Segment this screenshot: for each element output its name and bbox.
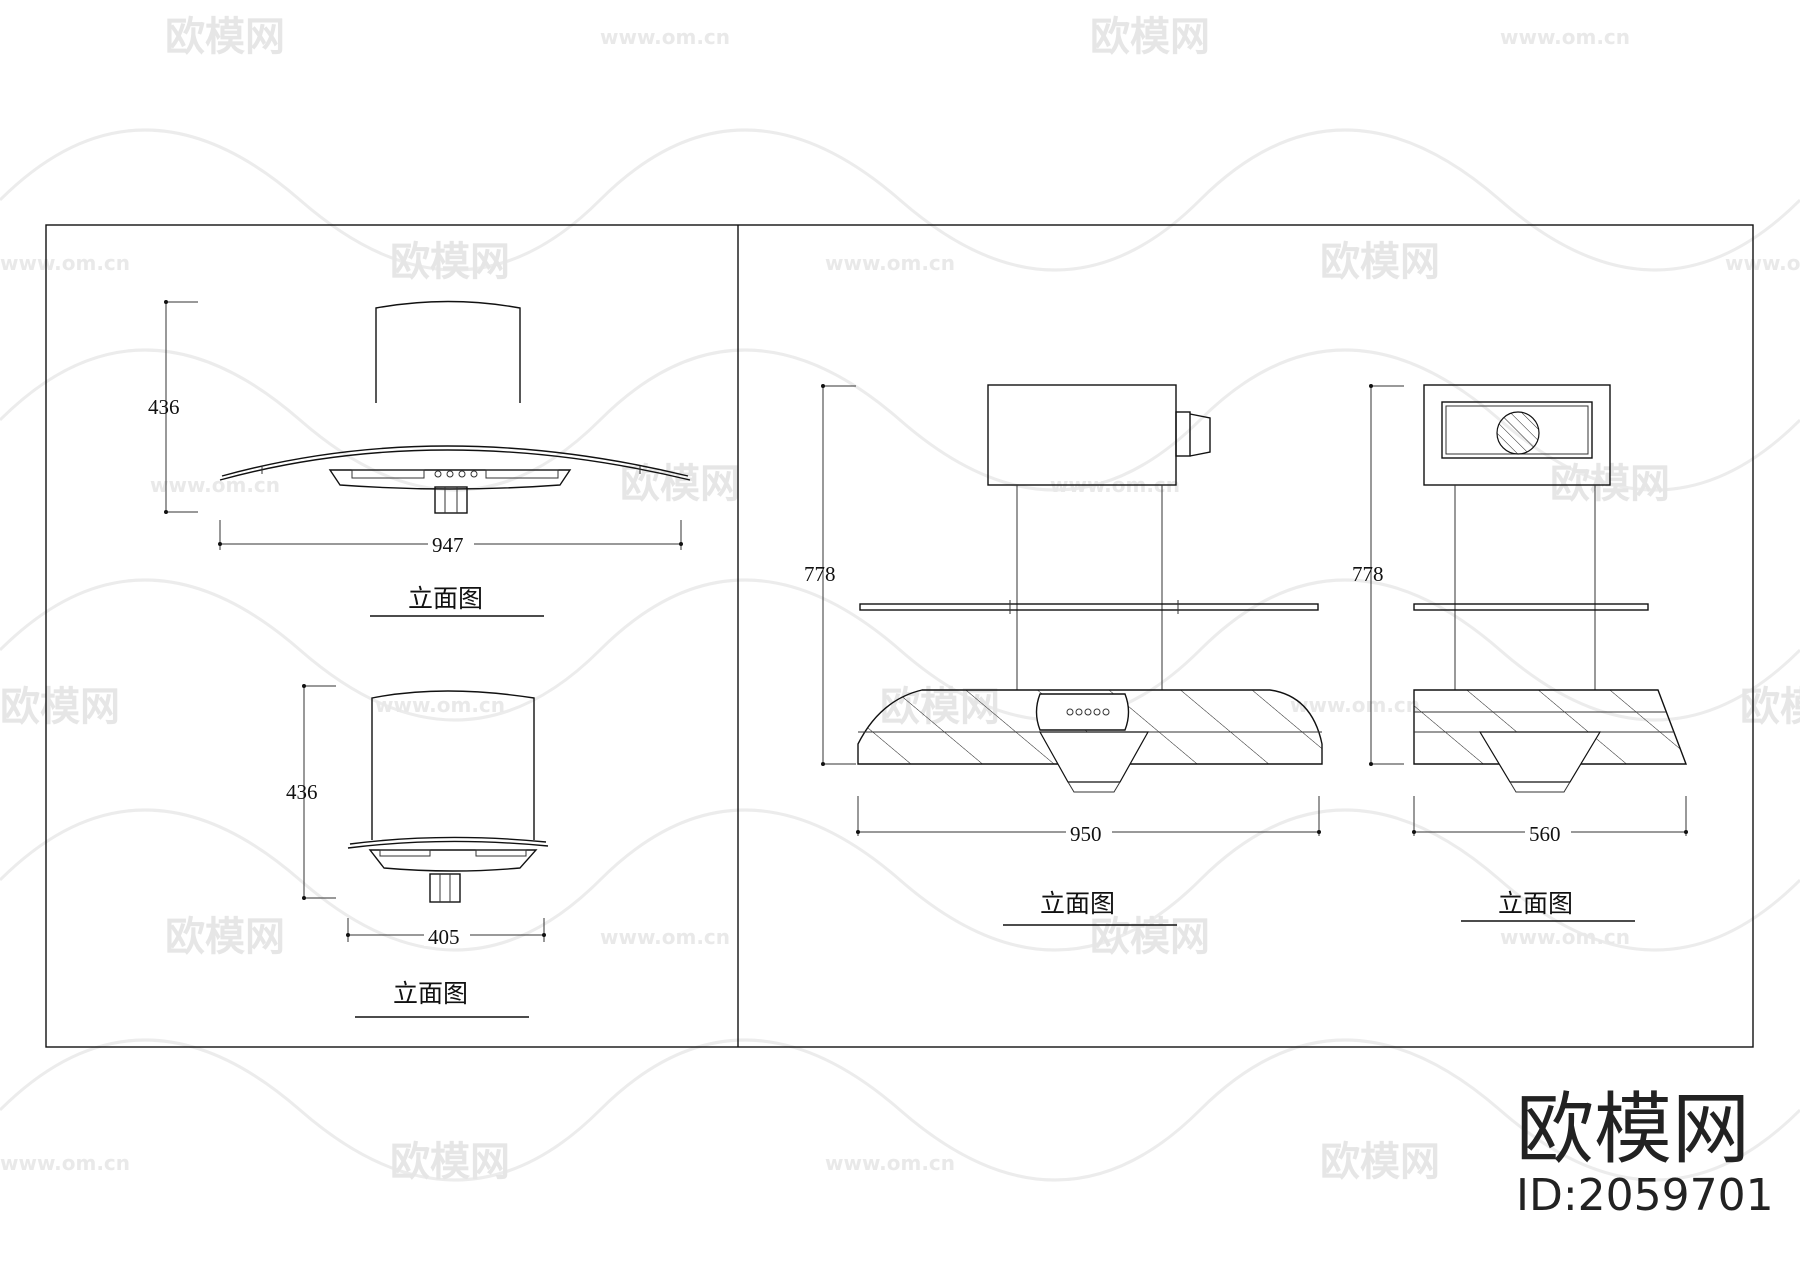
wm-url: www.om.cn	[375, 693, 505, 717]
dim-height: 436	[148, 395, 180, 419]
wm-brand: 欧模网	[1090, 914, 1210, 960]
wm-brand: 欧模网	[1090, 14, 1210, 60]
view-title: 立面图	[408, 584, 483, 613]
brand-logo-text: 欧模网	[1516, 1085, 1750, 1175]
dim-width: 560	[1529, 822, 1561, 846]
wm-brand: 欧模网	[1740, 684, 1800, 730]
wm-url: www.om.cn	[1290, 693, 1420, 717]
dim-height: 778	[1352, 562, 1384, 586]
wm-url: www.om.cn	[150, 473, 280, 497]
wm-url: www.om.cn	[600, 925, 730, 949]
wm-url: www.om.cn	[0, 1151, 130, 1175]
hood-curved-front-view: 436 947 立面图	[148, 300, 691, 617]
wm-brand: 欧模网	[165, 14, 285, 60]
watermark-tiles: 欧模网 www.om.cn 欧模网 www.om.cn www.om.cn 欧模…	[0, 14, 1800, 1185]
dim-height: 778	[804, 562, 836, 586]
wm-brand: 欧模网	[390, 1139, 510, 1185]
drawing-frame	[45, 224, 1754, 1048]
wm-brand: 欧模网	[1320, 239, 1440, 285]
model-id: ID:2059701	[1516, 1170, 1774, 1221]
view-title: 立面图	[1040, 889, 1115, 918]
view-title: 立面图	[1498, 889, 1573, 918]
wm-brand: 欧模网	[1320, 1139, 1440, 1185]
wm-url: www.om.cn	[825, 1151, 955, 1175]
wm-url: www.om.cn	[1500, 925, 1630, 949]
dim-width: 950	[1070, 822, 1102, 846]
wm-url: www.om.cn	[825, 251, 955, 275]
hood-box-side-view: 778 560 立面图	[1352, 384, 1688, 922]
dim-width: 405	[428, 925, 460, 949]
brand-watermark: 欧模网 ID:2059701	[1516, 1085, 1774, 1221]
wm-url: www.om.cn	[0, 251, 130, 275]
wm-brand: 欧模网	[165, 914, 285, 960]
wm-brand: 欧模网	[0, 684, 120, 730]
dim-height: 436	[286, 780, 318, 804]
hood-box-front-view: 778 950 立面图	[804, 384, 1323, 926]
dim-width: 947	[432, 533, 464, 557]
wm-url: www.om.cn	[600, 25, 730, 49]
hood-curved-side-view: 436 405 立面图	[286, 684, 549, 1018]
wm-brand: 欧模网	[620, 461, 740, 507]
wm-url: www.om.cn	[1500, 25, 1630, 49]
wm-brand: 欧模网	[390, 239, 510, 285]
view-title: 立面图	[393, 979, 468, 1008]
watermark-pattern	[0, 128, 1800, 1182]
wm-url: www.om.cn	[1725, 251, 1800, 275]
